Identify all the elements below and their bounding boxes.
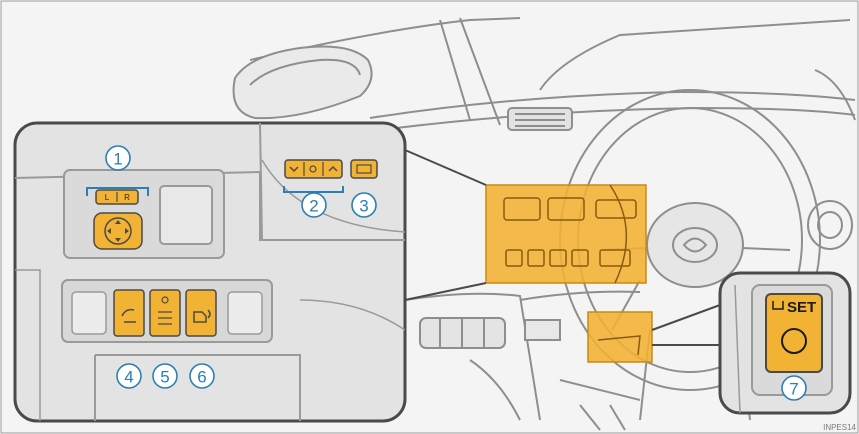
- mirror-right-glyph: R: [124, 193, 130, 202]
- mirror-left-glyph: L: [105, 193, 110, 202]
- callout-number: 1: [113, 150, 122, 169]
- headlight-cleaner-icon: [114, 290, 144, 336]
- callout-2: 2: [302, 193, 326, 217]
- callout-number: 2: [309, 197, 318, 216]
- callout-number: 5: [160, 368, 169, 387]
- callout-number: 4: [124, 368, 133, 387]
- callout-5: 5: [153, 364, 177, 388]
- bsm-icon: [150, 290, 180, 336]
- callout-7: 7: [782, 376, 806, 400]
- callout-4: 4: [117, 364, 141, 388]
- display-switch-icon: [351, 160, 377, 178]
- callout-6: 6: [190, 364, 214, 388]
- callout-number: 6: [197, 368, 206, 387]
- highlight-back-door-switch-area: [588, 312, 652, 362]
- back-door-icon: SET: [766, 294, 822, 372]
- callout-number: 7: [789, 380, 798, 399]
- highlight-dashboard-switch-area: [486, 185, 646, 283]
- callout-3: 3: [352, 193, 376, 217]
- set-label: SET: [787, 299, 816, 316]
- figure-code: INPES14: [823, 423, 856, 432]
- callout-1: 1: [106, 146, 130, 170]
- callout-number: 3: [359, 197, 368, 216]
- parking-sensor-icon: [186, 290, 216, 336]
